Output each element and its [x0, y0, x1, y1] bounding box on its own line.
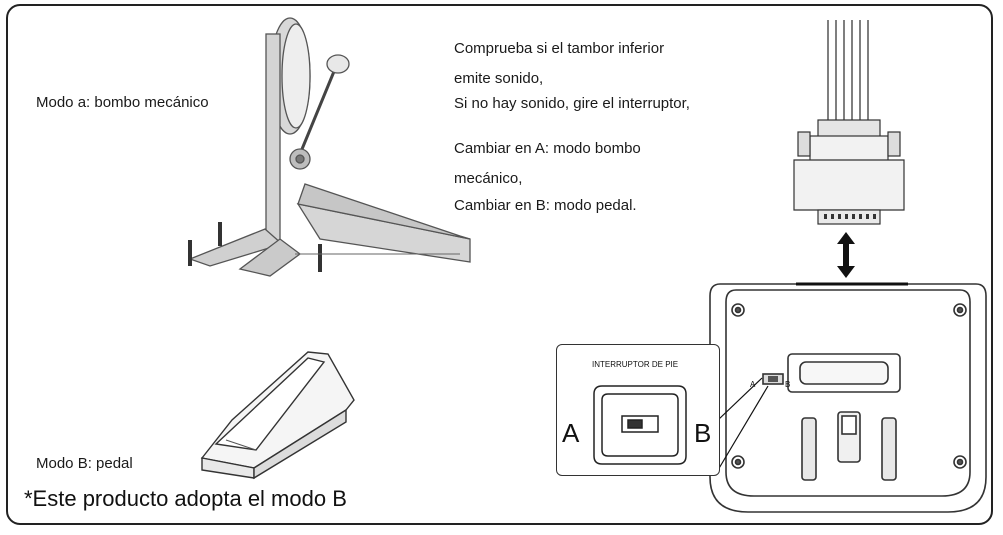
module-back-panel [709, 282, 987, 513]
double-arrow-icon [837, 232, 855, 278]
module-switch-label-a: A [750, 380, 756, 389]
mode-a-label: Modo a: bombo mecánico [36, 94, 209, 111]
instruction-line: Cambiar en A: modo bombo [454, 140, 641, 157]
instruction-line: Comprueba si el tambor inferior [454, 40, 665, 57]
switch-icon [593, 385, 687, 465]
kick-pad-illustration [188, 17, 471, 277]
switch-panel-title: INTERRUPTOR DE PIE [592, 360, 679, 369]
mode-b-label: Modo B: pedal [36, 455, 133, 472]
switch-label-b: B [694, 418, 712, 448]
instruction-line: Si no hay sonido, gire el interruptor, [454, 95, 690, 112]
callout-lines [717, 377, 769, 471]
module-switch-label-b: B [785, 380, 791, 389]
instruction-line: emite sonido, [454, 70, 544, 87]
instruction-line: mecánico, [454, 170, 523, 187]
product-mode-note: *Este producto adopta el modo B [24, 486, 347, 511]
diagram-frame [6, 4, 993, 525]
switch-label-a: A [562, 418, 580, 448]
cable-connector-icon [793, 20, 905, 225]
instruction-line: Cambiar en B: modo pedal. [454, 197, 637, 214]
pedal-illustration [200, 351, 355, 480]
